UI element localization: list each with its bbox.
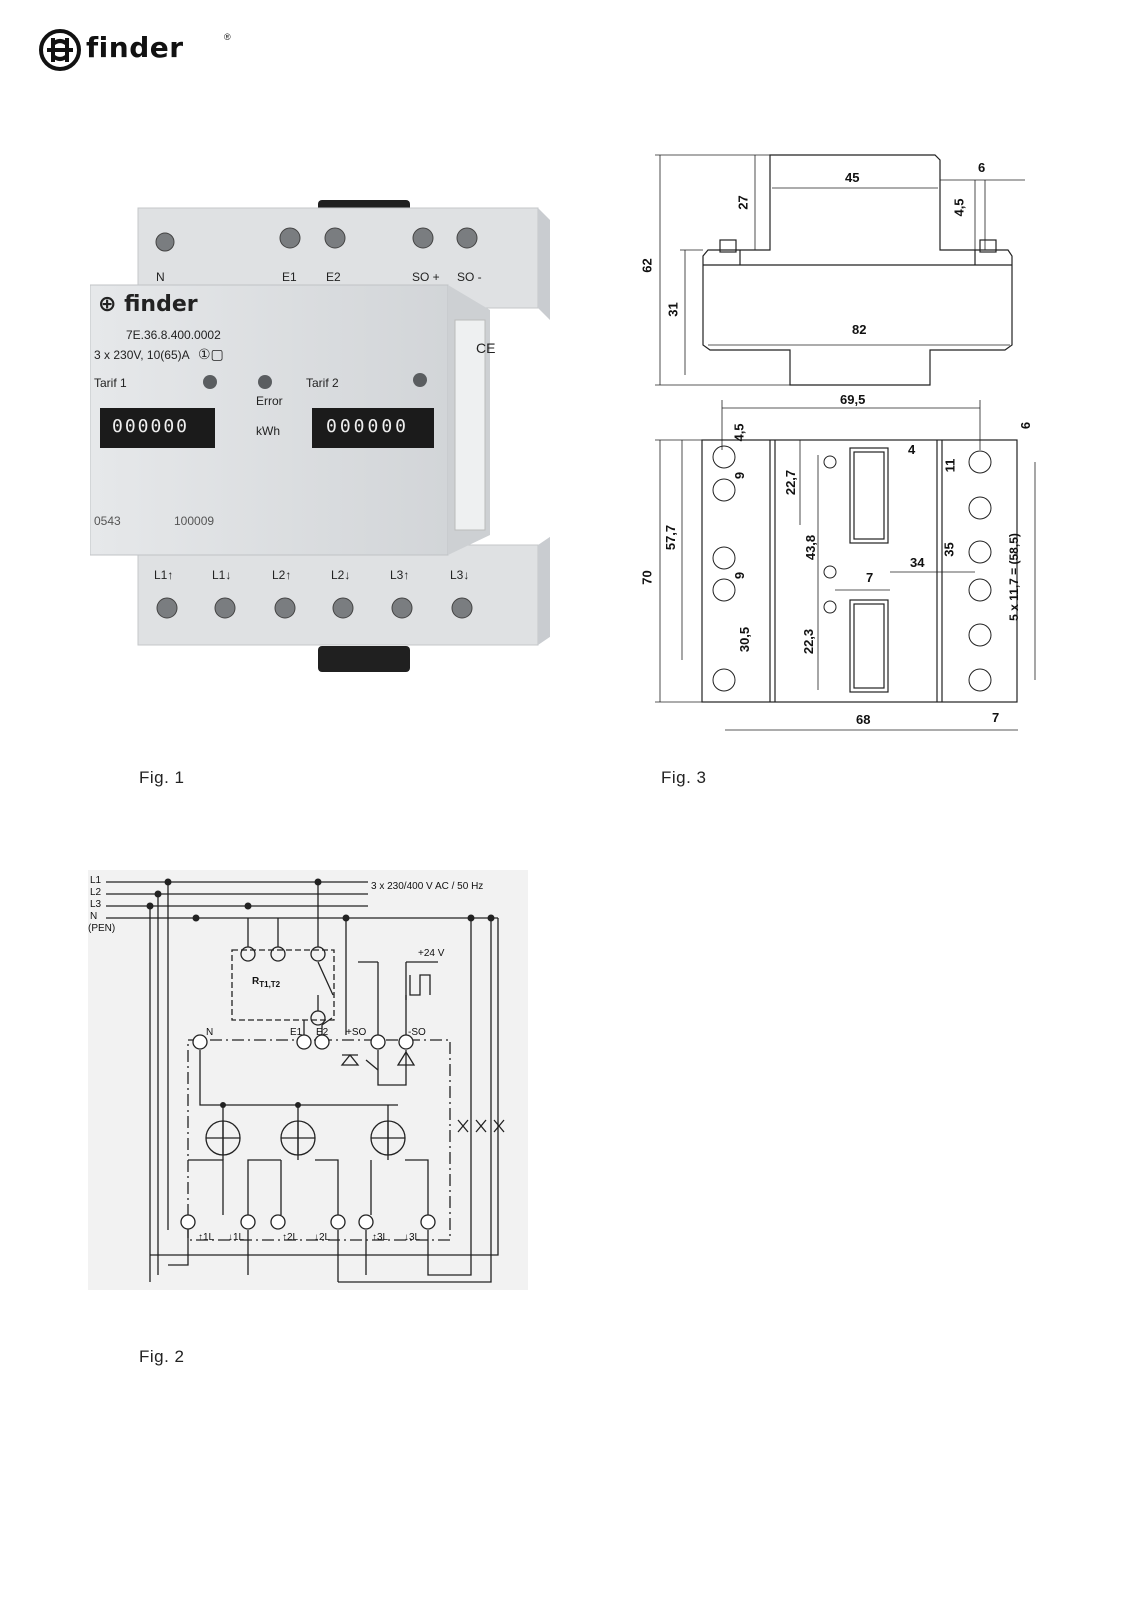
- dim-base-height: 31: [665, 302, 681, 317]
- dc-label: +24 V: [418, 948, 445, 959]
- brand-name: finder: [86, 31, 184, 64]
- terminal-3L-out-label: ↓3L: [404, 1232, 421, 1243]
- counter-tariff1: 000000: [112, 416, 190, 437]
- terminal-label-E1: E1: [282, 270, 297, 284]
- dim-front-11: 11: [942, 458, 958, 473]
- dim-front-30-5: 30,5: [737, 626, 753, 653]
- terminal-2L-in-label: ↑2L: [282, 1232, 299, 1243]
- device-code-left: 0543: [94, 514, 121, 528]
- terminal-label-L3-in: L3↑: [390, 568, 410, 582]
- dim-front-4: 4: [908, 442, 916, 457]
- terminal-label-L2-in: L2↑: [272, 568, 292, 582]
- fig1-device-photo: N E1 E2 SO + SO - ⊕ finder 7E.36.8.400.0…: [89, 190, 560, 680]
- dim-front-22-3: 22,3: [801, 628, 817, 655]
- terminal-label-L1-in: L1↑: [154, 568, 174, 582]
- fig2-caption: Fig. 2: [139, 1347, 185, 1366]
- dim-clip-offset: 4,5: [951, 198, 967, 217]
- fig2-wiring-diagram: L1 L2 L3 N (PEN) 3 x 230/400 V AC / 50 H…: [88, 870, 528, 1290]
- device-code-right: 100009: [174, 514, 215, 528]
- relay-label: RT1,T2: [252, 976, 281, 989]
- fig3-caption: Fig. 3: [661, 768, 707, 787]
- dim-clip-width: 6: [978, 160, 986, 175]
- terminal-label-SO-plus: SO +: [412, 270, 440, 284]
- terminal-1L-in-label: ↑1L: [198, 1232, 215, 1243]
- kwh-label: kWh: [256, 424, 280, 438]
- dim-front-7a: 7: [866, 570, 874, 585]
- terminal-E1-label: E1: [290, 1027, 303, 1038]
- dim-total-height: 62: [639, 258, 655, 273]
- dim-front-22-7: 22,7: [783, 469, 799, 496]
- error-label: Error: [256, 394, 283, 408]
- dim-front-9a: 9: [732, 471, 748, 480]
- dim-front-57-7: 57,7: [663, 524, 679, 551]
- device-model: 7E.36.8.400.0002: [126, 328, 221, 342]
- line-label-N: N: [90, 911, 98, 922]
- terminal-label-E2: E2: [326, 270, 341, 284]
- fig1-caption: Fig. 1: [139, 768, 185, 787]
- terminal-2L-out-label: ↓2L: [314, 1232, 331, 1243]
- terminal-label-L1-out: L1↓: [212, 568, 232, 582]
- side-view: [655, 154, 1025, 386]
- dim-front-35: 35: [941, 542, 957, 557]
- brand-logo: finder ®: [38, 28, 238, 72]
- class-symbol-icon: ①▢: [198, 346, 224, 362]
- finder-emblem-icon: [39, 29, 81, 71]
- terminal-1L-out-label: ↓1L: [228, 1232, 245, 1243]
- dim-front-9b: 9: [732, 571, 748, 580]
- line-label-PEN: (PEN): [88, 923, 116, 934]
- brand-registered-mark: ®: [224, 32, 231, 42]
- dim-front-34: 34: [910, 555, 925, 570]
- dim-top-height: 27: [735, 195, 751, 210]
- terminal-label-L2-out: L2↓: [331, 568, 351, 582]
- fig3-dimension-drawing: 45 6 27 4,5 62 31 82 69,5 6 4,5 4 11 9 2…: [640, 150, 1060, 750]
- line-label-L2: L2: [90, 887, 102, 898]
- terminal-SO-plus-label: +SO: [346, 1027, 367, 1038]
- tariff2-label: Tarif 2: [306, 376, 339, 390]
- terminal-N-label: N: [206, 1027, 214, 1038]
- dim-front-4-5: 4,5: [731, 423, 747, 442]
- terminal-3L-in-label: ↑3L: [372, 1232, 389, 1243]
- terminal-label-SO-minus: SO -: [457, 270, 482, 284]
- dim-depth: 82: [852, 322, 867, 337]
- dim-front-pitch: 5 x 11,7 = (58,5): [1006, 533, 1021, 621]
- supply-label: 3 x 230/400 V AC / 50 Hz: [371, 881, 484, 892]
- line-label-L1: L1: [90, 875, 102, 886]
- dim-front-70: 70: [639, 570, 655, 585]
- dim-front-6: 6: [1018, 421, 1034, 430]
- dim-width-top: 45: [845, 170, 860, 185]
- finder-emblem-icon: ⊕: [98, 292, 117, 317]
- dim-front-7b: 7: [992, 710, 1000, 725]
- terminal-label-L3-out: L3↓: [450, 568, 470, 582]
- ce-mark-icon: CE: [476, 340, 496, 356]
- line-label-L3: L3: [90, 899, 102, 910]
- front-view: [655, 400, 1036, 731]
- terminal-E2-label: E2: [316, 1027, 329, 1038]
- terminal-label-N: N: [156, 270, 165, 284]
- terminal-SO-minus-label: -SO: [408, 1027, 426, 1038]
- dim-front-width: 69,5: [840, 392, 866, 407]
- dim-front-43-8: 43,8: [803, 534, 819, 561]
- dim-front-68: 68: [856, 712, 871, 727]
- device-logo: ⊕ finder: [98, 292, 198, 317]
- device-rating: 3 x 230V, 10(65)A: [94, 348, 190, 362]
- counter-tariff2: 000000: [326, 416, 410, 437]
- tariff1-label: Tarif 1: [94, 376, 127, 390]
